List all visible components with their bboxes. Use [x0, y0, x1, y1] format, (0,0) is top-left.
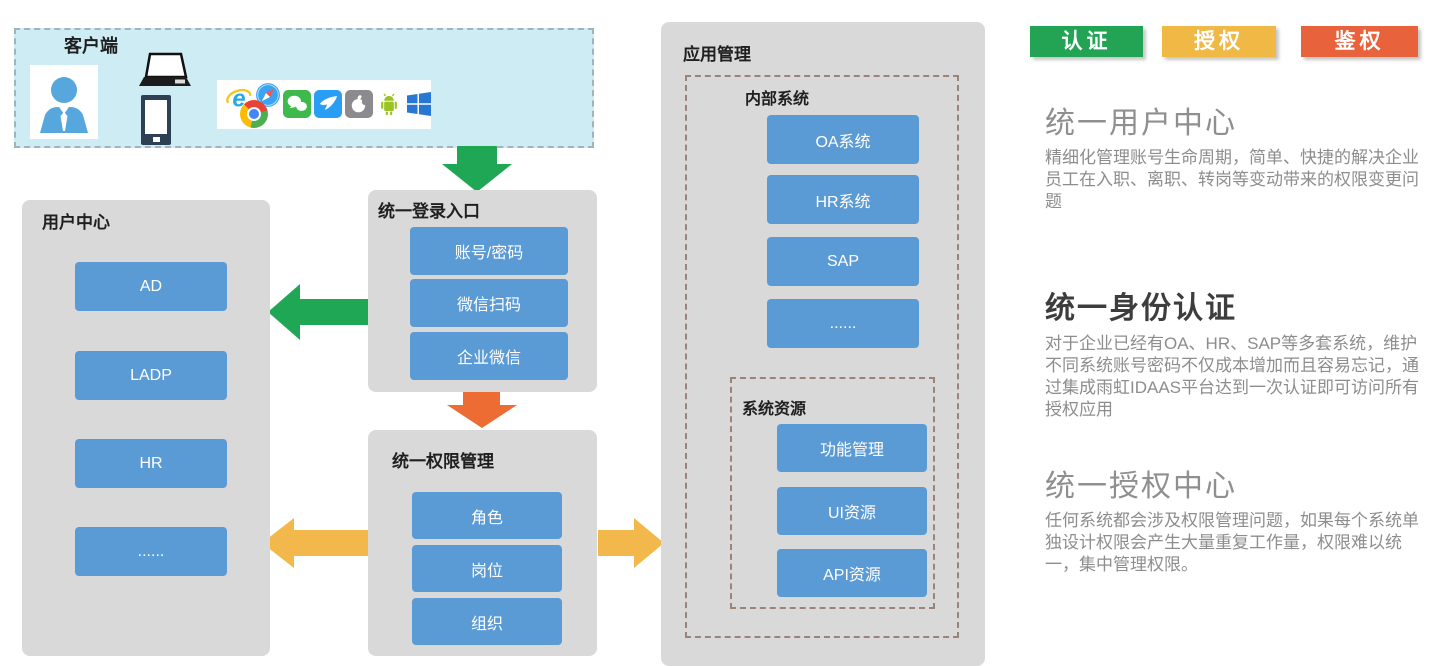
- internal-item-sap: SAP: [767, 237, 919, 286]
- permission-item-post: 岗位: [412, 545, 562, 592]
- client-panel: 客户端: [14, 28, 594, 148]
- app-mgmt-title: 应用管理: [683, 45, 751, 64]
- dingtalk-icon: [314, 90, 342, 123]
- user-center-panel: 用户中心 AD LADP HR ......: [22, 200, 270, 656]
- smartphone-icon: [140, 94, 174, 151]
- internal-item-more: ......: [767, 299, 919, 348]
- orange-down-arrow: [447, 391, 517, 428]
- resource-item-ui: UI资源: [777, 487, 927, 535]
- resource-item-function: 功能管理: [777, 424, 927, 472]
- safari-icon: [255, 82, 281, 113]
- yellow-right-arrow: [598, 518, 664, 568]
- section-user-center-body: 精细化管理账号生命周期，简单、快捷的解决企业员工在入职、离职、转岗等变动带来的权…: [1045, 148, 1419, 211]
- user-icon: [30, 65, 98, 139]
- system-resources-box: 系统资源 功能管理 UI资源 API资源: [730, 377, 935, 609]
- user-center-item-more: ......: [75, 527, 227, 576]
- permission-mgmt-panel: 统一权限管理 角色 岗位 组织: [368, 430, 597, 656]
- login-item-password: 账号/密码: [410, 227, 568, 275]
- user-center-item-ladp: LADP: [75, 351, 227, 400]
- login-entry-title: 统一登录入口: [378, 202, 480, 221]
- android-icon: [375, 90, 403, 123]
- section-identity-auth-body: 对于企业已经有OA、HR、SAP等多套系统，维护不同系统账号密码不仅成本增加而且…: [1045, 334, 1420, 419]
- resource-item-api: API资源: [777, 549, 927, 597]
- system-resources-title: 系统资源: [742, 401, 807, 418]
- badge-authentication: 认证: [1030, 26, 1143, 57]
- section-identity-auth-title: 统一身份认证: [1045, 292, 1237, 325]
- permission-item-org: 组织: [412, 598, 562, 645]
- user-center-item-hr: HR: [75, 439, 227, 488]
- user-center-item-ad: AD: [75, 262, 227, 311]
- section-auth-center-title: 统一授权中心: [1045, 470, 1237, 503]
- internal-item-hr: HR系统: [767, 175, 919, 224]
- permission-mgmt-title: 统一权限管理: [392, 452, 494, 471]
- internal-systems-title: 内部系统: [745, 91, 810, 108]
- user-center-title: 用户中心: [42, 213, 110, 232]
- green-left-arrow: [268, 284, 370, 340]
- internal-item-oa: OA系统: [767, 115, 919, 164]
- platform-icons-strip: e: [217, 80, 431, 129]
- permission-item-role: 角色: [412, 492, 562, 539]
- section-auth-center-body: 任何系统都会涉及权限管理问题，如果每个系统单独设计权限会产生大量重复工作量，权限…: [1045, 511, 1419, 574]
- wechat-icon: [283, 90, 311, 123]
- windows-icon: [406, 91, 432, 122]
- badge-authorization: 授权: [1162, 26, 1276, 57]
- laptop-icon: [137, 52, 193, 101]
- apple-icon: [345, 90, 373, 123]
- login-item-wecom: 企业微信: [410, 332, 568, 380]
- yellow-left-arrow: [262, 518, 370, 568]
- login-entry-panel: 统一登录入口 账号/密码 微信扫码 企业微信: [368, 190, 597, 392]
- section-user-center-title: 统一用户中心: [1045, 107, 1237, 140]
- badge-access-check: 鉴权: [1301, 26, 1418, 57]
- chrome-icon: [240, 100, 268, 128]
- client-panel-title: 客户端: [64, 36, 118, 56]
- green-down-arrow: [442, 146, 512, 192]
- internal-systems-box: 内部系统 OA系统 HR系统 SAP ...... 系统资源 功能管理 UI资源…: [685, 75, 959, 638]
- login-item-wechat-scan: 微信扫码: [410, 279, 568, 327]
- app-mgmt-panel: 应用管理 内部系统 OA系统 HR系统 SAP ...... 系统资源 功能管理…: [661, 22, 985, 666]
